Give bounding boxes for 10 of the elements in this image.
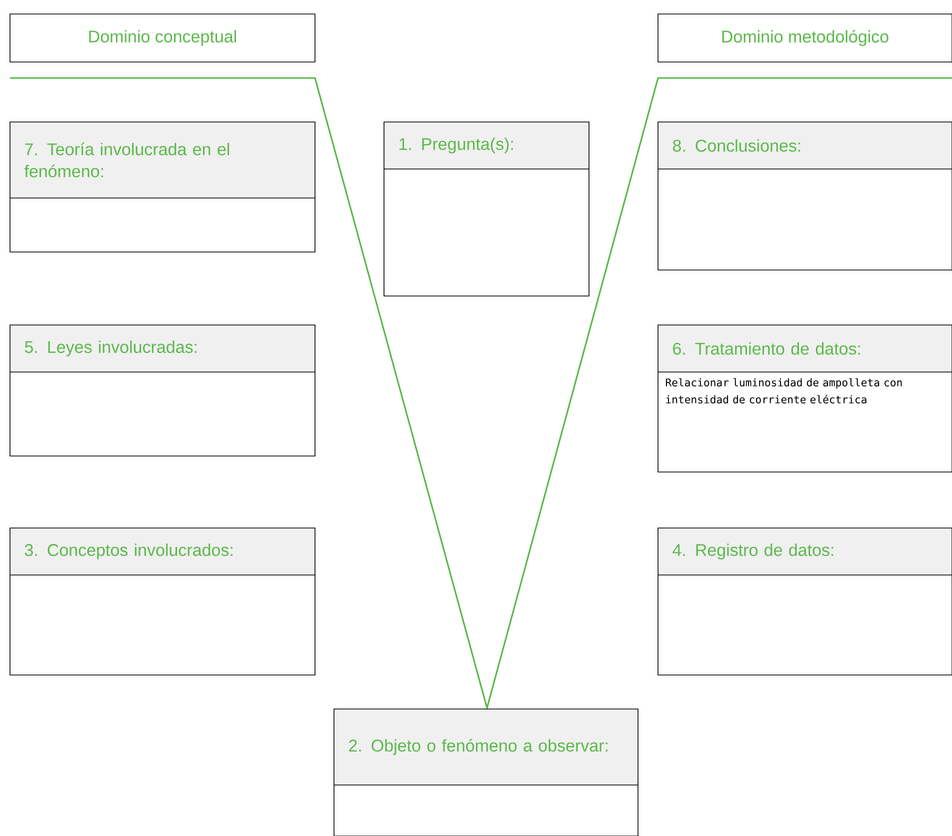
form-box: 5. Leyes involucradas: xyxy=(10,324,316,456)
heading-box: Dominio conceptual xyxy=(10,14,316,62)
form-box: 7. Teoría involucrada en el fenómeno: xyxy=(10,122,316,252)
heading-box: Dominio metodológico xyxy=(658,14,952,62)
form-box: 8. Conclusiones: xyxy=(658,122,952,270)
form-box: 4. Registro de datos: xyxy=(658,528,952,676)
form-box: 2. Objeto o fenómeno a observar: xyxy=(334,708,638,836)
form-box: 1. Pregunta(s): xyxy=(384,122,590,296)
body-text: Relacionar luminosidad de ampolleta con intensidad de corriente eléctrica xyxy=(666,378,902,404)
form-box: 3. Conceptos involucrados: xyxy=(10,528,316,676)
